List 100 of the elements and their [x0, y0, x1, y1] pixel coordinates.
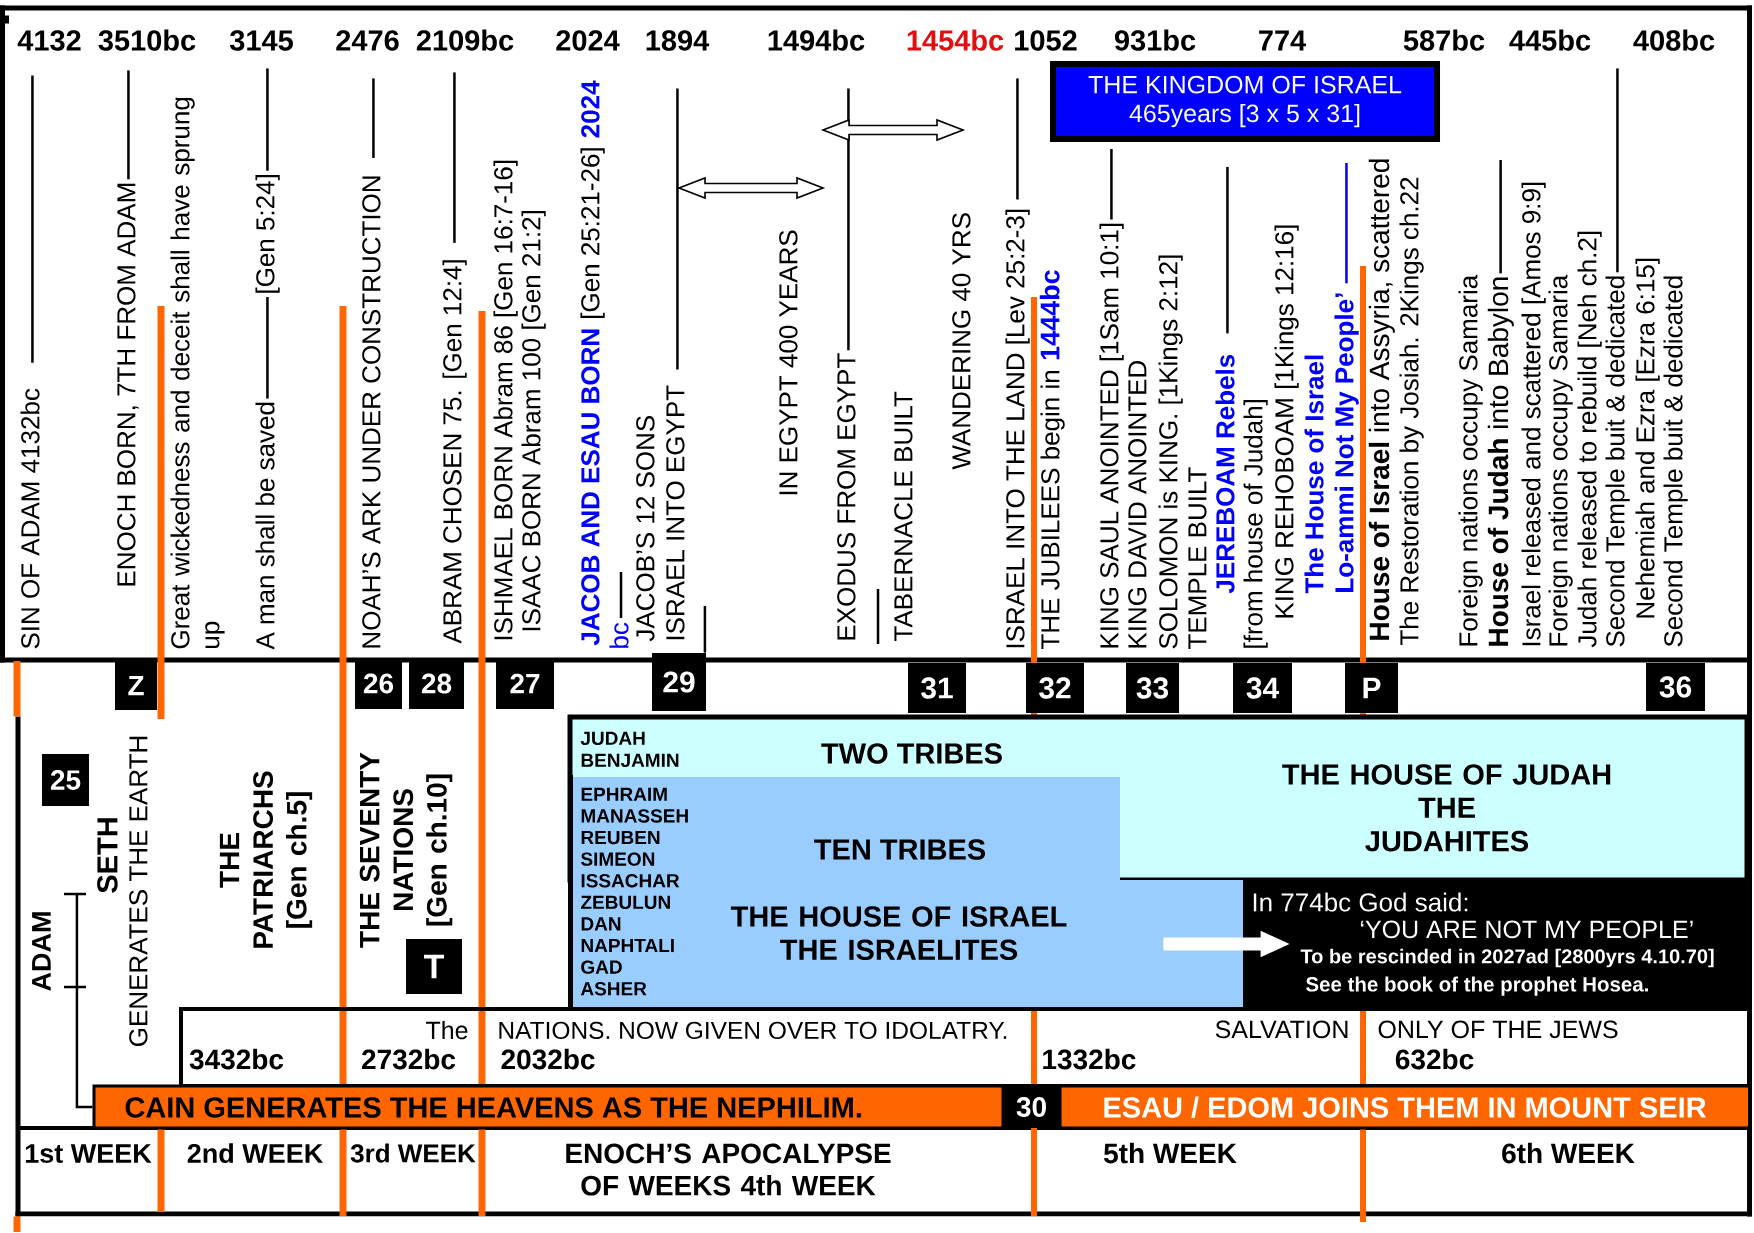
node-label: Z: [128, 675, 144, 696]
connector-line: [266, 297, 269, 399]
node-label: 30: [1016, 1097, 1046, 1117]
year-text: 1444bc: [1039, 270, 1060, 360]
tribe-name: NAPHTALI: [581, 938, 674, 953]
connector-line: [1110, 149, 1113, 220]
year-text: 2024: [581, 80, 600, 138]
year-label: 3510bc: [98, 29, 196, 51]
event-text: JACOB AND ESAU BORN: [581, 329, 600, 646]
year-label: 1494bc: [768, 29, 865, 51]
event-text: ISRAEL INTO THE LAND [Lev 25:2-3]: [1005, 209, 1030, 648]
year-label: 587bc: [1403, 29, 1485, 51]
event-text: House of Judah into Babylon: [1487, 277, 1514, 646]
event-text: ABRAM CHOSEN 75. [Gen 12:4]: [442, 260, 467, 644]
tribe-name: ASHER: [580, 982, 647, 996]
tribe-name: JUDAH: [580, 731, 645, 746]
year-label: 408bc: [1633, 29, 1715, 51]
connector-line: [847, 88, 850, 351]
event-text: EXODUS FROM EGYPT: [837, 353, 856, 640]
node-label: 28: [421, 673, 452, 694]
message-text: In 774bc God said:: [1253, 892, 1468, 912]
event-text: JEREBOAM Rebels: [1215, 354, 1235, 594]
event-text: A man shall be saved: [255, 402, 275, 650]
event-text: Israel released and scattered [Amos 9:9]: [1521, 182, 1546, 646]
date-label: 2032bc: [501, 1048, 595, 1070]
connector-line: [266, 68, 269, 171]
date-label: 1332bc: [1043, 1048, 1136, 1070]
connector-line: [31, 75, 34, 363]
event-text: The House of Israel: [1304, 355, 1324, 594]
tribe-name: REUBEN: [581, 830, 660, 845]
week-label: 6th WEEK: [1502, 1142, 1635, 1164]
period-title: THE PATRIARCHS [Gen ch.5]: [219, 771, 313, 948]
number-box: 36: [1646, 663, 1705, 711]
event-text: ISAAC BORN Abram 100 [Gen 21:2]: [521, 211, 546, 631]
week-label: 2nd WEEK: [187, 1143, 323, 1163]
number-box: 32: [1026, 663, 1084, 713]
event-text: NOAH’S ARK UNDER CONSTRUCTION: [362, 176, 381, 648]
connector-line: [75, 894, 93, 1109]
letter-box: T: [406, 939, 462, 994]
event-text: TEMPLE BUILT: [1188, 467, 1207, 649]
message-text: See the book of the prophet Hosea.: [1306, 976, 1648, 996]
caption-text: GENERATES THE EARTH: [129, 736, 148, 1046]
tribe-name: ZEBULUN: [581, 895, 670, 910]
connector-line: [1345, 163, 1348, 284]
number-box: 25: [42, 754, 89, 806]
year-label: 4132: [17, 30, 81, 51]
year-label: 3145: [229, 30, 293, 51]
year-label: 1894: [646, 30, 710, 51]
year-label: 2476: [336, 30, 399, 51]
week-label: 5th WEEK: [1103, 1142, 1237, 1164]
tribe-name: DAN: [581, 917, 621, 931]
bar-text: ESAU / EDOM JOINS THEM IN MOUNT SEIR: [1104, 1096, 1706, 1119]
number-box: 33: [1126, 663, 1179, 713]
node-label: P: [1363, 677, 1381, 699]
tribe-name: BENJAMIN: [581, 753, 679, 768]
number-box: 34: [1233, 663, 1292, 713]
year-label: 2024: [556, 30, 620, 51]
band-text: NATIONS. NOW GIVEN OVER TO IDOLATRY.: [499, 1021, 1007, 1040]
year-label: 445bc: [1509, 29, 1591, 51]
date-label: 632bc: [1395, 1048, 1474, 1070]
event-text: KING DAVID ANOINTED: [1128, 361, 1147, 648]
date-label: 2732bc: [362, 1048, 456, 1070]
band-text: ONLY OF THE JEWS: [1378, 1020, 1618, 1039]
connector-line: [372, 78, 375, 158]
event-text: Lo-ammi Not My People’: [1334, 293, 1359, 592]
event-text: ENOCH BORN, 7TH FROM ADAM: [117, 183, 139, 586]
name-label: ADAM: [32, 912, 51, 991]
event-text: KING SAUL ANOINTED [1Sam 10:1]: [1099, 223, 1124, 648]
event-text: Foreign nations occupy Samaria: [1458, 274, 1483, 646]
date-label: 3432bc: [189, 1048, 284, 1070]
number-box: 26: [355, 658, 402, 709]
panel-heading: THE HOUSE OF ISRAEL THE ISRAELITES: [730, 906, 1067, 961]
year-label: 1052: [1015, 30, 1077, 51]
connector-line: [1616, 68, 1619, 273]
message-text: To be rescinded in 2027ad [2800yrs 4.10.70]: [1300, 948, 1714, 968]
event-text: Judah released to rebuild [Neh ch.2]: [1577, 231, 1602, 648]
node-label: 36: [1659, 676, 1692, 698]
period-band: [179, 1007, 1752, 1088]
event-text: House of Israel into Assyria, scattered: [1368, 159, 1395, 640]
connector-line: [703, 606, 707, 653]
node-label: 34: [1246, 677, 1280, 699]
number-box: 28: [409, 658, 464, 709]
panel-heading: THE HOUSE OF JUDAH THE JUDAHITES: [1282, 764, 1611, 852]
week-title: ENOCH’S APOCALYPSE OF WEEKS 4th WEEK: [566, 1143, 891, 1196]
week-label: 1st WEEK: [25, 1144, 152, 1163]
connector-line: [1016, 78, 1019, 200]
number-box: 29: [652, 653, 706, 711]
event-text: KING REHOBOAM [1Kings 12:16]: [1274, 225, 1299, 618]
event-text: Foreign nations occupy Samaria: [1548, 274, 1573, 646]
band-text: The: [426, 1020, 468, 1040]
message-box: [1243, 880, 1747, 1008]
node-label: 31: [921, 677, 953, 699]
event-text: [Gen 5:24]: [255, 175, 280, 293]
event-text: The Restoration by Josiah. 2Kings ch.22: [1399, 177, 1424, 645]
node-label: 32: [1039, 677, 1071, 699]
tribe-name: MANASSEH: [581, 809, 688, 823]
connector-line: [127, 70, 130, 180]
tribe-name: EPHRAIM: [581, 787, 667, 801]
node-label: 26: [363, 673, 394, 694]
tribe-name: ISSACHAR: [581, 874, 680, 888]
